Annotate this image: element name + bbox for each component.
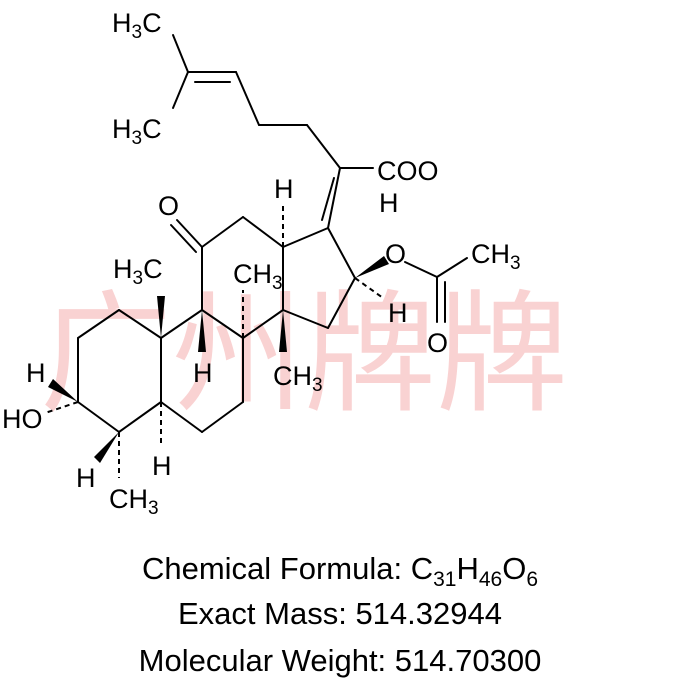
label-ch3-c4: CH3: [109, 484, 159, 519]
exact-mass: Exact Mass: 514.32944: [178, 596, 502, 631]
atom-labels: H3C H3C COO H H O O CH3 O H H3C CH3 CH3 …: [2, 8, 521, 519]
watermark: 广州牌牌: [40, 278, 568, 432]
label-ch3-c14: CH3: [273, 361, 323, 396]
label-h-c13: H: [274, 174, 294, 204]
label-ch3-acetyl: CH3: [471, 239, 521, 274]
label-h3c-c10: H3C: [113, 254, 163, 289]
label-h-c4: H: [76, 463, 96, 493]
label-o-ester: O: [385, 239, 406, 269]
label-o-acetyl: O: [427, 328, 448, 358]
label-coo-h: H: [379, 188, 399, 218]
label-h-c3: H: [26, 358, 46, 388]
chemical-formula: Chemical Formula: C31H46O6: [142, 551, 538, 591]
label-h3c-top: H3C: [112, 8, 162, 43]
label-h3c-bottom: H3C: [112, 114, 162, 149]
label-h-c5: H: [152, 451, 172, 481]
label-coo: COO: [377, 156, 439, 186]
label-h-c16: H: [388, 298, 408, 328]
compound-info: Chemical Formula: C31H46O6 Exact Mass: 5…: [139, 551, 542, 678]
label-ho-c3: HO: [2, 404, 43, 434]
label-ch3-c8: CH3: [233, 259, 283, 294]
bonds: [44, 34, 468, 478]
label-h-c9: H: [193, 358, 213, 388]
molecular-weight: Molecular Weight: 514.70300: [139, 643, 542, 678]
label-o-ketone: O: [158, 191, 179, 221]
